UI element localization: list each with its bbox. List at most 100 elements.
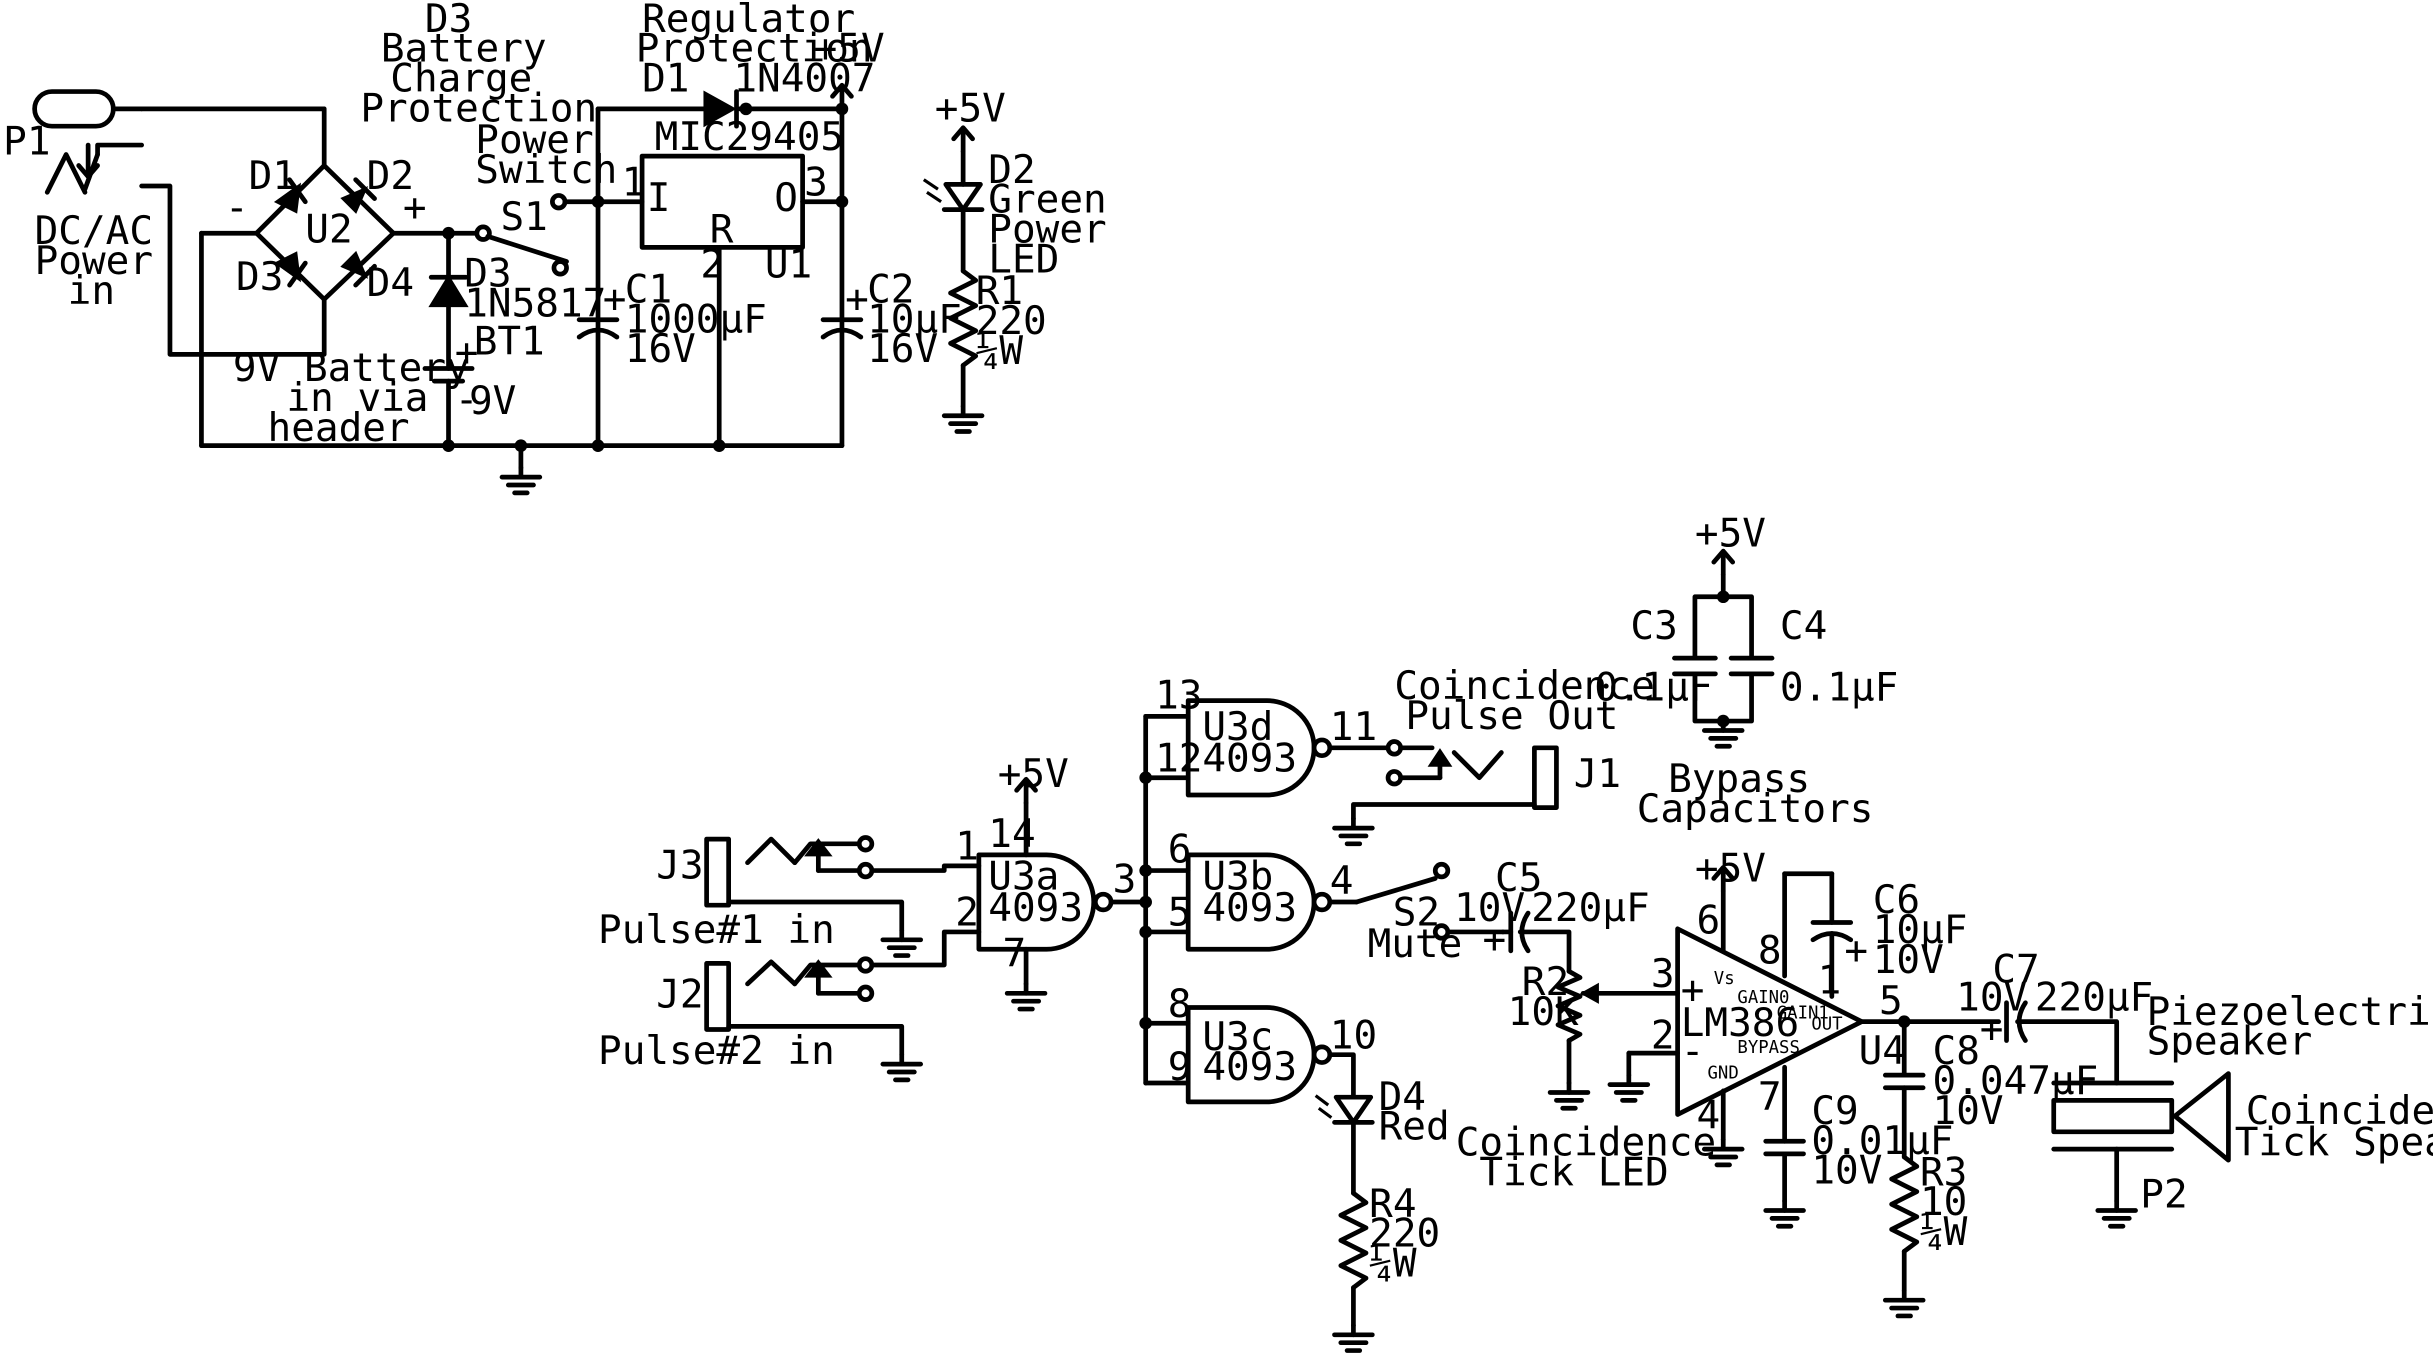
r3-value-label: 10 xyxy=(1920,1179,1967,1225)
d3-ref-label: D3 xyxy=(464,251,511,297)
c6-value-label: 10µF xyxy=(1873,907,1968,953)
junction-dot xyxy=(835,195,849,209)
d1-part-label: 1N4007 xyxy=(733,56,875,102)
amplifier-section: C5 10V 220µF + R2 10K Coincidence Tick L… xyxy=(1454,846,2433,1316)
u1-pin-r-label: R xyxy=(710,207,734,253)
d3-caption-4: Protection xyxy=(360,85,597,131)
logic-section: J3 Pulse#1 in J2 Pulse#2 in xyxy=(598,663,1655,1351)
u3a-ref-label: U3a xyxy=(988,853,1059,899)
c3-value-label: 0.1µF xyxy=(1594,665,1712,711)
capacitor-c7 xyxy=(2004,1000,2120,1086)
u3b-pin6-label: 6 xyxy=(1168,827,1192,873)
power-supply-section: P1 DC/AC Power in D xyxy=(3,0,1107,493)
r4-value-label: 220 xyxy=(1369,1211,1440,1257)
r1-watt-label: ¼W xyxy=(976,328,1024,374)
capacitor-c2 xyxy=(820,317,864,340)
r4-ref-label: R4 xyxy=(1369,1181,1416,1227)
amp-vs-label: Vs xyxy=(1714,969,1735,989)
bridge-d2-label: D2 xyxy=(367,153,414,199)
c5-ref-label: C5 xyxy=(1495,855,1542,901)
d2-label-1: Green xyxy=(988,177,1106,223)
dcac-label-2: Power xyxy=(35,238,153,284)
zobel-network xyxy=(1882,1019,1926,1316)
battery-label-3: header xyxy=(268,405,410,451)
c4-value-label: 0.1µF xyxy=(1780,665,1898,711)
junction-dot xyxy=(591,439,605,452)
junction-dot xyxy=(1139,864,1152,877)
bridge-minus-label: - xyxy=(225,185,249,231)
junction-dot xyxy=(442,226,455,240)
u4-ref-label: U4 xyxy=(1859,1028,1906,1074)
c7-plus-label: + xyxy=(1980,1006,2004,1052)
pulse1-label: Pulse#1 in xyxy=(598,907,835,953)
amp-pin7-label: 7 xyxy=(1758,1074,1782,1120)
piezo-caption-1: Piezoelectric Film xyxy=(2147,989,2433,1035)
battery-label-2: in via xyxy=(286,375,428,421)
u3-5v-label: +5V xyxy=(998,751,1069,797)
power-switch-label-2: Switch xyxy=(475,147,617,193)
dcac-label-1: DC/AC xyxy=(35,208,153,254)
regulator-caption-1: Regulator xyxy=(642,0,855,42)
u3a-pin7-label: 7 xyxy=(1002,931,1026,977)
tick-led-caption-2: Tick LED xyxy=(1479,1149,1668,1195)
bridge-d1-label: D1 xyxy=(249,153,296,199)
amp-pin6-label: 6 xyxy=(1696,898,1720,944)
c7-value-label: 220µF xyxy=(2035,975,2153,1021)
r3-watt-label: ¼W xyxy=(1920,1209,1968,1255)
amp-5v-label: +5V xyxy=(1695,846,1766,892)
lm386-label: LM386 xyxy=(1681,1000,1799,1046)
c6-volt-label: 10V xyxy=(1873,937,1944,983)
bridge-rectifier-u2 xyxy=(199,163,451,449)
capacitor-c5 xyxy=(1500,910,1572,974)
r3-ref-label: R3 xyxy=(1920,1149,1967,1195)
j2-input-jack xyxy=(704,929,982,1080)
c6-ref-label: C6 xyxy=(1873,877,1920,923)
amp-out-label: OUT xyxy=(1811,1015,1843,1035)
amp-pin4-label: 4 xyxy=(1696,1093,1720,1139)
c1-value-label: 1000µF xyxy=(625,296,767,342)
dcac-jack-symbol xyxy=(44,142,327,357)
lm386-amplifier-u4 xyxy=(1610,867,2002,1226)
u3d-ref-label: U3d xyxy=(1202,704,1273,750)
c8-ref-label: C8 xyxy=(1933,1028,1980,1074)
j1-label: J1 xyxy=(1574,751,1621,797)
c5-plus-label: + xyxy=(1482,916,1506,962)
power-switch-label-1: Power xyxy=(475,117,593,163)
u3a-part-label: 4093 xyxy=(988,885,1083,931)
bypass-caption-2: Capacitors xyxy=(1637,786,1874,832)
u1-pin2-label: 2 xyxy=(700,241,724,287)
bt1-label: BT1 xyxy=(474,318,545,364)
c4-ref-label: C4 xyxy=(1780,603,1827,649)
plus5v-top-label: +5V xyxy=(814,26,885,72)
bt-9v-label: 9V xyxy=(469,378,516,424)
coin-out-caption-2: Pulse Out xyxy=(1405,693,1618,739)
amp-plus-label: + xyxy=(1681,967,1705,1013)
u1-pin3-label: 3 xyxy=(804,159,828,205)
c5-value-label: 220µF xyxy=(1531,885,1649,931)
amp-gain0-label: GAIN0 xyxy=(1737,988,1789,1008)
junction-dot xyxy=(1139,1016,1152,1030)
j3-label: J3 xyxy=(656,842,703,888)
junction-dot xyxy=(739,102,753,116)
battery-label-1: 9V Battery xyxy=(233,345,470,391)
c9-value-label: 0.01µF xyxy=(1811,1118,1953,1164)
c1-volt-label: 16V xyxy=(625,326,696,372)
u3d-pin13-label: 13 xyxy=(1155,672,1202,718)
c6-plus-label: + xyxy=(1844,927,1868,973)
potentiometer-r2 xyxy=(1550,968,1680,1108)
u3c-pin10-label: 10 xyxy=(1330,1012,1377,1058)
d3-caption-3: Charge xyxy=(390,56,532,102)
amp-pin1-label: 1 xyxy=(1818,957,1842,1003)
p1-label: P1 xyxy=(3,119,50,165)
bypass-capacitor-section xyxy=(1672,551,1775,746)
bridge-d3-label: D3 xyxy=(236,254,283,300)
c7-ref-label: C7 xyxy=(1992,946,2039,992)
bypass-caption-1: Bypass xyxy=(1668,756,1810,802)
u3d-part-label: 4093 xyxy=(1202,735,1297,781)
r2-value-label: 10K xyxy=(1508,989,1579,1035)
regulator-input-wiring xyxy=(550,89,845,449)
c9-ref-label: C9 xyxy=(1811,1088,1858,1134)
d2-label-3: LED xyxy=(988,237,1059,283)
pulse2-label: Pulse#2 in xyxy=(598,1028,835,1074)
u3a-pin14-label: 14 xyxy=(988,811,1035,857)
